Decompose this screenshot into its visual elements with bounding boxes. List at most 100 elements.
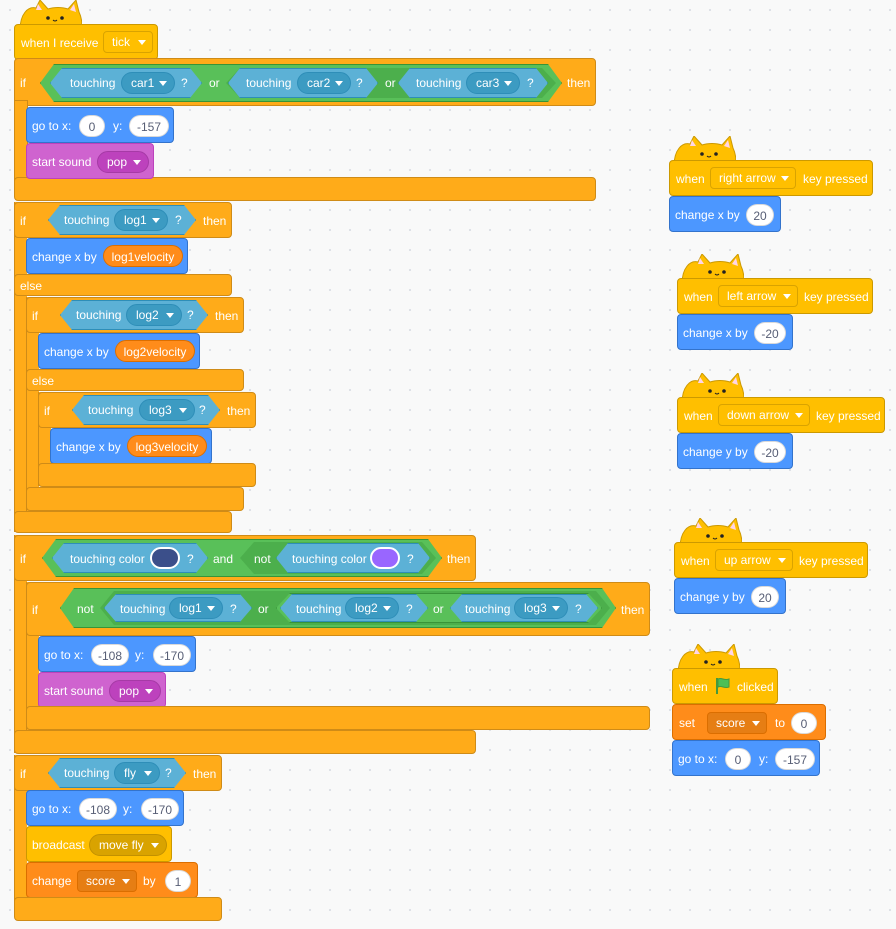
change-value-input[interactable]: 20 (746, 204, 774, 226)
log2-dropdown[interactable]: log2 (345, 597, 399, 619)
touching-color-label: touching color (292, 552, 367, 566)
log3-dropdown[interactable]: log3 (139, 399, 195, 421)
then-label: then (193, 767, 217, 781)
change-score-block[interactable]: change score by 1 (26, 862, 198, 898)
change-x-block[interactable]: change x by log1velocity (26, 238, 188, 274)
start-sound-label: start sound (32, 155, 92, 169)
score-variable-dropdown[interactable]: score (77, 870, 137, 892)
change-x-label: change x by (44, 345, 109, 359)
touching-label: touching (465, 602, 511, 616)
q-mark: ? (187, 308, 194, 322)
change-x-block[interactable]: change x by log3velocity (50, 428, 212, 464)
color-swatch-dark[interactable] (150, 547, 180, 569)
when-key-pressed-block[interactable]: when up arrow key pressed (674, 542, 868, 578)
x-input[interactable]: -108 (79, 798, 117, 820)
y-input[interactable]: -157 (129, 115, 169, 137)
change-value-input[interactable]: -20 (754, 441, 786, 463)
broadcast-message-dropdown[interactable]: move fly (89, 834, 167, 856)
goto-label: go to x: (32, 119, 72, 133)
then-label: then (227, 404, 251, 418)
goto-xy-block[interactable]: go to x: 0 y: -157 (672, 740, 820, 776)
or-label: or (385, 76, 396, 90)
log2velocity-reporter[interactable]: log2velocity (115, 340, 195, 362)
score-increment-input[interactable]: 1 (165, 870, 191, 892)
fly-dropdown[interactable]: fly (114, 762, 160, 784)
key-dropdown[interactable]: up arrow (715, 549, 793, 571)
x-input[interactable]: -108 (91, 644, 129, 666)
touching-label: touching (88, 403, 134, 417)
y-label: y: (135, 648, 145, 662)
car1-dropdown[interactable]: car1 (121, 72, 175, 94)
sound-dropdown[interactable]: pop (97, 151, 149, 173)
y-input[interactable]: -170 (153, 644, 191, 666)
clicked-label: clicked (737, 680, 774, 694)
when-key-pressed-block[interactable]: when right arrow key pressed (669, 160, 873, 196)
else-row: else (14, 274, 232, 296)
key-dropdown[interactable]: down arrow (718, 404, 810, 426)
broadcast-block[interactable]: broadcast move fly (26, 826, 172, 862)
log3velocity-reporter[interactable]: log3velocity (127, 435, 207, 457)
and-label: and (213, 552, 234, 566)
if-colors-footer (14, 730, 476, 754)
message-dropdown[interactable]: tick (103, 31, 153, 53)
log1-dropdown[interactable]: log1 (169, 597, 223, 619)
else-label: else (20, 279, 43, 293)
if-label: if (32, 603, 38, 617)
touching-color-2[interactable] (276, 543, 430, 573)
when-key-pressed-block[interactable]: when left arrow key pressed (677, 278, 873, 314)
or-label: or (258, 602, 269, 616)
goto-xy-block[interactable]: go to x: 0 y: -157 (26, 107, 174, 143)
q-mark: ? (199, 403, 206, 417)
then-label: then (621, 603, 645, 617)
x-input[interactable]: 0 (725, 748, 751, 770)
change-y-label: change y by (683, 445, 748, 459)
change-x-block[interactable]: change x by -20 (677, 314, 793, 350)
touching-color-1[interactable] (52, 543, 208, 573)
sound-dropdown[interactable]: pop (109, 680, 161, 702)
car2-dropdown[interactable]: car2 (297, 72, 351, 94)
x-input[interactable]: 0 (79, 115, 105, 137)
y-input[interactable]: -170 (141, 798, 179, 820)
set-score-block[interactable]: set score to 0 (672, 704, 826, 740)
if4-arm (14, 755, 27, 905)
when-key-pressed-block[interactable]: when down arrow key pressed (677, 397, 885, 433)
goto-xy-block[interactable]: go to x: -108 y: -170 (38, 636, 196, 672)
change-x-block[interactable]: change x by 20 (669, 196, 781, 232)
key-dropdown[interactable]: left arrow (718, 285, 798, 307)
change-value-input[interactable]: -20 (754, 322, 786, 344)
y-label: y: (759, 752, 769, 766)
change-x-label: change x by (32, 250, 97, 264)
if3-arm (14, 535, 27, 753)
when-i-receive-block[interactable]: when I receive tick (14, 24, 158, 60)
q-mark: ? (356, 76, 363, 90)
start-sound-block[interactable]: start sound pop (38, 672, 166, 708)
green-flag-icon (716, 677, 730, 694)
if1-footer (14, 177, 596, 201)
log2-dropdown[interactable]: log2 (126, 304, 182, 326)
start-sound-label: start sound (44, 684, 104, 698)
goto-label: go to x: (44, 648, 84, 662)
key-pressed-label: key pressed (804, 290, 869, 304)
when-label: when (679, 680, 708, 694)
car3-dropdown[interactable]: car3 (466, 72, 520, 94)
set-value-input[interactable]: 0 (791, 712, 817, 734)
start-sound-block[interactable]: start sound pop (26, 143, 154, 179)
change-value-input[interactable]: 20 (751, 586, 779, 608)
change-x-block[interactable]: change x by log2velocity (38, 333, 200, 369)
goto-xy-block[interactable]: go to x: -108 y: -170 (26, 790, 184, 826)
color-swatch-purple[interactable] (370, 547, 400, 569)
q-mark: ? (527, 76, 534, 90)
log1velocity-reporter[interactable]: log1velocity (103, 245, 183, 267)
touching-label: touching (64, 766, 110, 780)
touching-color-label: touching color (70, 552, 145, 566)
y-input[interactable]: -157 (775, 748, 815, 770)
if-label: if (20, 552, 26, 566)
key-dropdown[interactable]: right arrow (710, 167, 796, 189)
when-flag-clicked-block[interactable]: when clicked (672, 668, 778, 704)
score-variable-dropdown[interactable]: score (707, 712, 767, 734)
change-y-block[interactable]: change y by 20 (674, 578, 786, 614)
q-mark: ? (175, 213, 182, 227)
change-y-block[interactable]: change y by -20 (677, 433, 793, 469)
log1-dropdown[interactable]: log1 (114, 209, 168, 231)
log3-dropdown[interactable]: log3 (514, 597, 568, 619)
